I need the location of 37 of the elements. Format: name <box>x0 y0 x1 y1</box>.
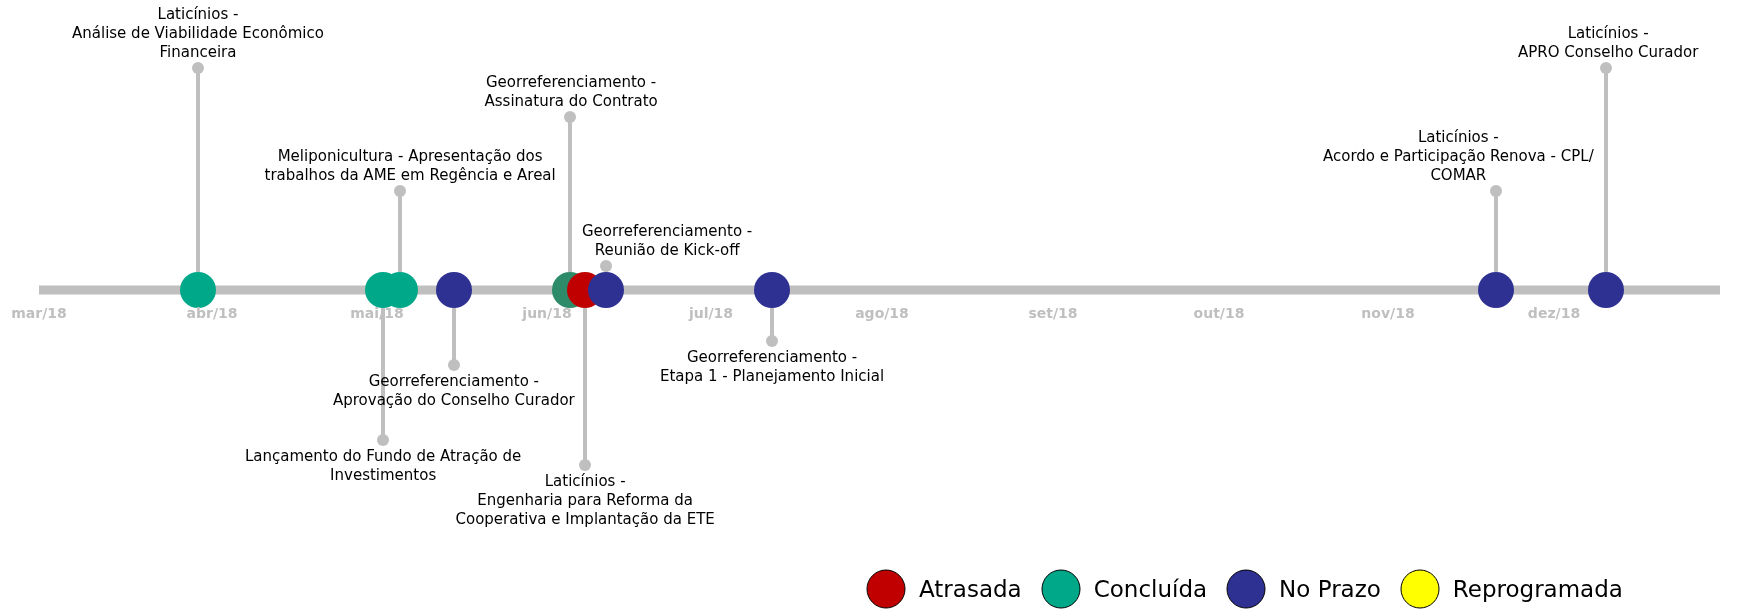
month-label: ago/18 <box>855 305 909 321</box>
month-label: nov/18 <box>1361 305 1415 321</box>
milestone-label: Laticínios - APRO Conselho Curador <box>1518 24 1699 68</box>
leader-line <box>448 308 460 371</box>
milestone-label: Georreferenciamento - Reunião de Kick-off <box>582 222 753 266</box>
milestone-label: Laticínios - Análise de Viabilidade Econômico Financeira <box>72 5 324 68</box>
month-label: set/18 <box>1028 305 1078 321</box>
leader-line <box>1490 185 1502 272</box>
legend-label: Concluída <box>1093 576 1208 602</box>
milestone-label: Georreferenciamento - Etapa 1 - Planejamento Inicial <box>660 341 885 386</box>
legend-label: Reprogramada <box>1452 576 1623 602</box>
leader-line <box>377 308 389 446</box>
leader-line <box>600 260 612 272</box>
month-label: abr/18 <box>186 305 238 321</box>
month-label: out/18 <box>1193 305 1245 321</box>
status-dot <box>1588 272 1624 308</box>
milestone-label: Laticínios - Acordo e Participação Renova - CPL/ COMAR <box>1323 128 1594 191</box>
leader-line <box>564 111 576 272</box>
status-dot <box>436 272 472 308</box>
status-dot <box>180 272 216 308</box>
month-label: jun/18 <box>522 305 572 321</box>
leader-line <box>1600 62 1612 272</box>
milestone-label: Georreferenciamento - Assinatura do Contrato <box>484 73 658 117</box>
status-dot <box>754 272 790 308</box>
leader-line <box>192 62 204 272</box>
legend-label: Atrasada <box>919 576 1022 602</box>
milestone-label: Georreferenciamento - Aprovação do Conselho Curador <box>333 365 575 410</box>
month-label: mar/18 <box>11 305 67 321</box>
milestone-label: Meliponicultura - Apresentação dos trabalhos da AME em Regência e Areal <box>264 147 556 191</box>
leader-line <box>766 308 778 347</box>
month-label: jul/18 <box>688 305 734 321</box>
leader-line <box>394 185 406 272</box>
leader-line <box>579 308 591 471</box>
status-dot <box>1478 272 1514 308</box>
legend-label: No Prazo <box>1279 576 1381 602</box>
status-dot <box>588 272 624 308</box>
month-label: dez/18 <box>1527 305 1581 321</box>
